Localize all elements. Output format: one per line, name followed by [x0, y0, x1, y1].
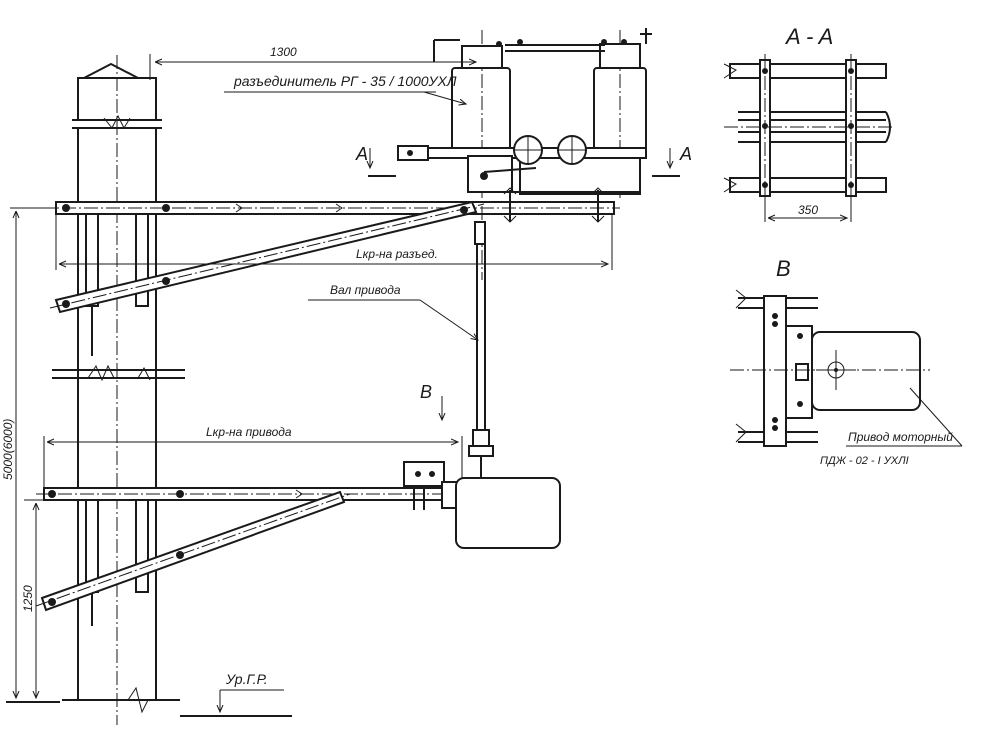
dim-5000-label: 5000(6000) [1, 419, 15, 480]
lower-crossarm [35, 461, 470, 626]
view-b-title: B [776, 256, 791, 281]
drive-shaft-label: Вал привода [330, 283, 401, 297]
upper-crossarm [40, 200, 620, 356]
motor-drive-label-line2: ПДЖ - 02 - I УХЛI [820, 455, 909, 467]
view-b-marker: B [420, 382, 432, 402]
drive-shaft [468, 221, 494, 478]
section-a-right-label: A [679, 144, 692, 164]
ground-level-label: Ур.Г.Р. [225, 671, 268, 687]
disconnector-label: разъединитель РГ - 35 / 1000УХЛ [233, 73, 457, 89]
section-marker-right: A [652, 144, 692, 177]
motor-drive-label-line1: Привод моторный [848, 430, 953, 444]
lkr-drive-label: Lкр-на привода [206, 425, 292, 439]
section-aa-title: A - A [784, 24, 833, 49]
section-a-left-label: A [355, 144, 368, 164]
pole [52, 55, 185, 725]
disconnector [397, 28, 652, 280]
dim-1300-label: 1300 [270, 45, 297, 59]
section-marker-left: A [355, 144, 396, 177]
dim-350-label: 350 [798, 203, 818, 217]
view-b: B Привод моторный ПДЖ - 02 - I УХЛI [730, 256, 963, 467]
section-aa-view: A - A 350 [723, 24, 894, 222]
dim-1250-label: 1250 [21, 585, 35, 612]
lkr-disconnector-label: Lкр-на разъед. [356, 247, 438, 261]
motor-drive-box [455, 477, 561, 549]
